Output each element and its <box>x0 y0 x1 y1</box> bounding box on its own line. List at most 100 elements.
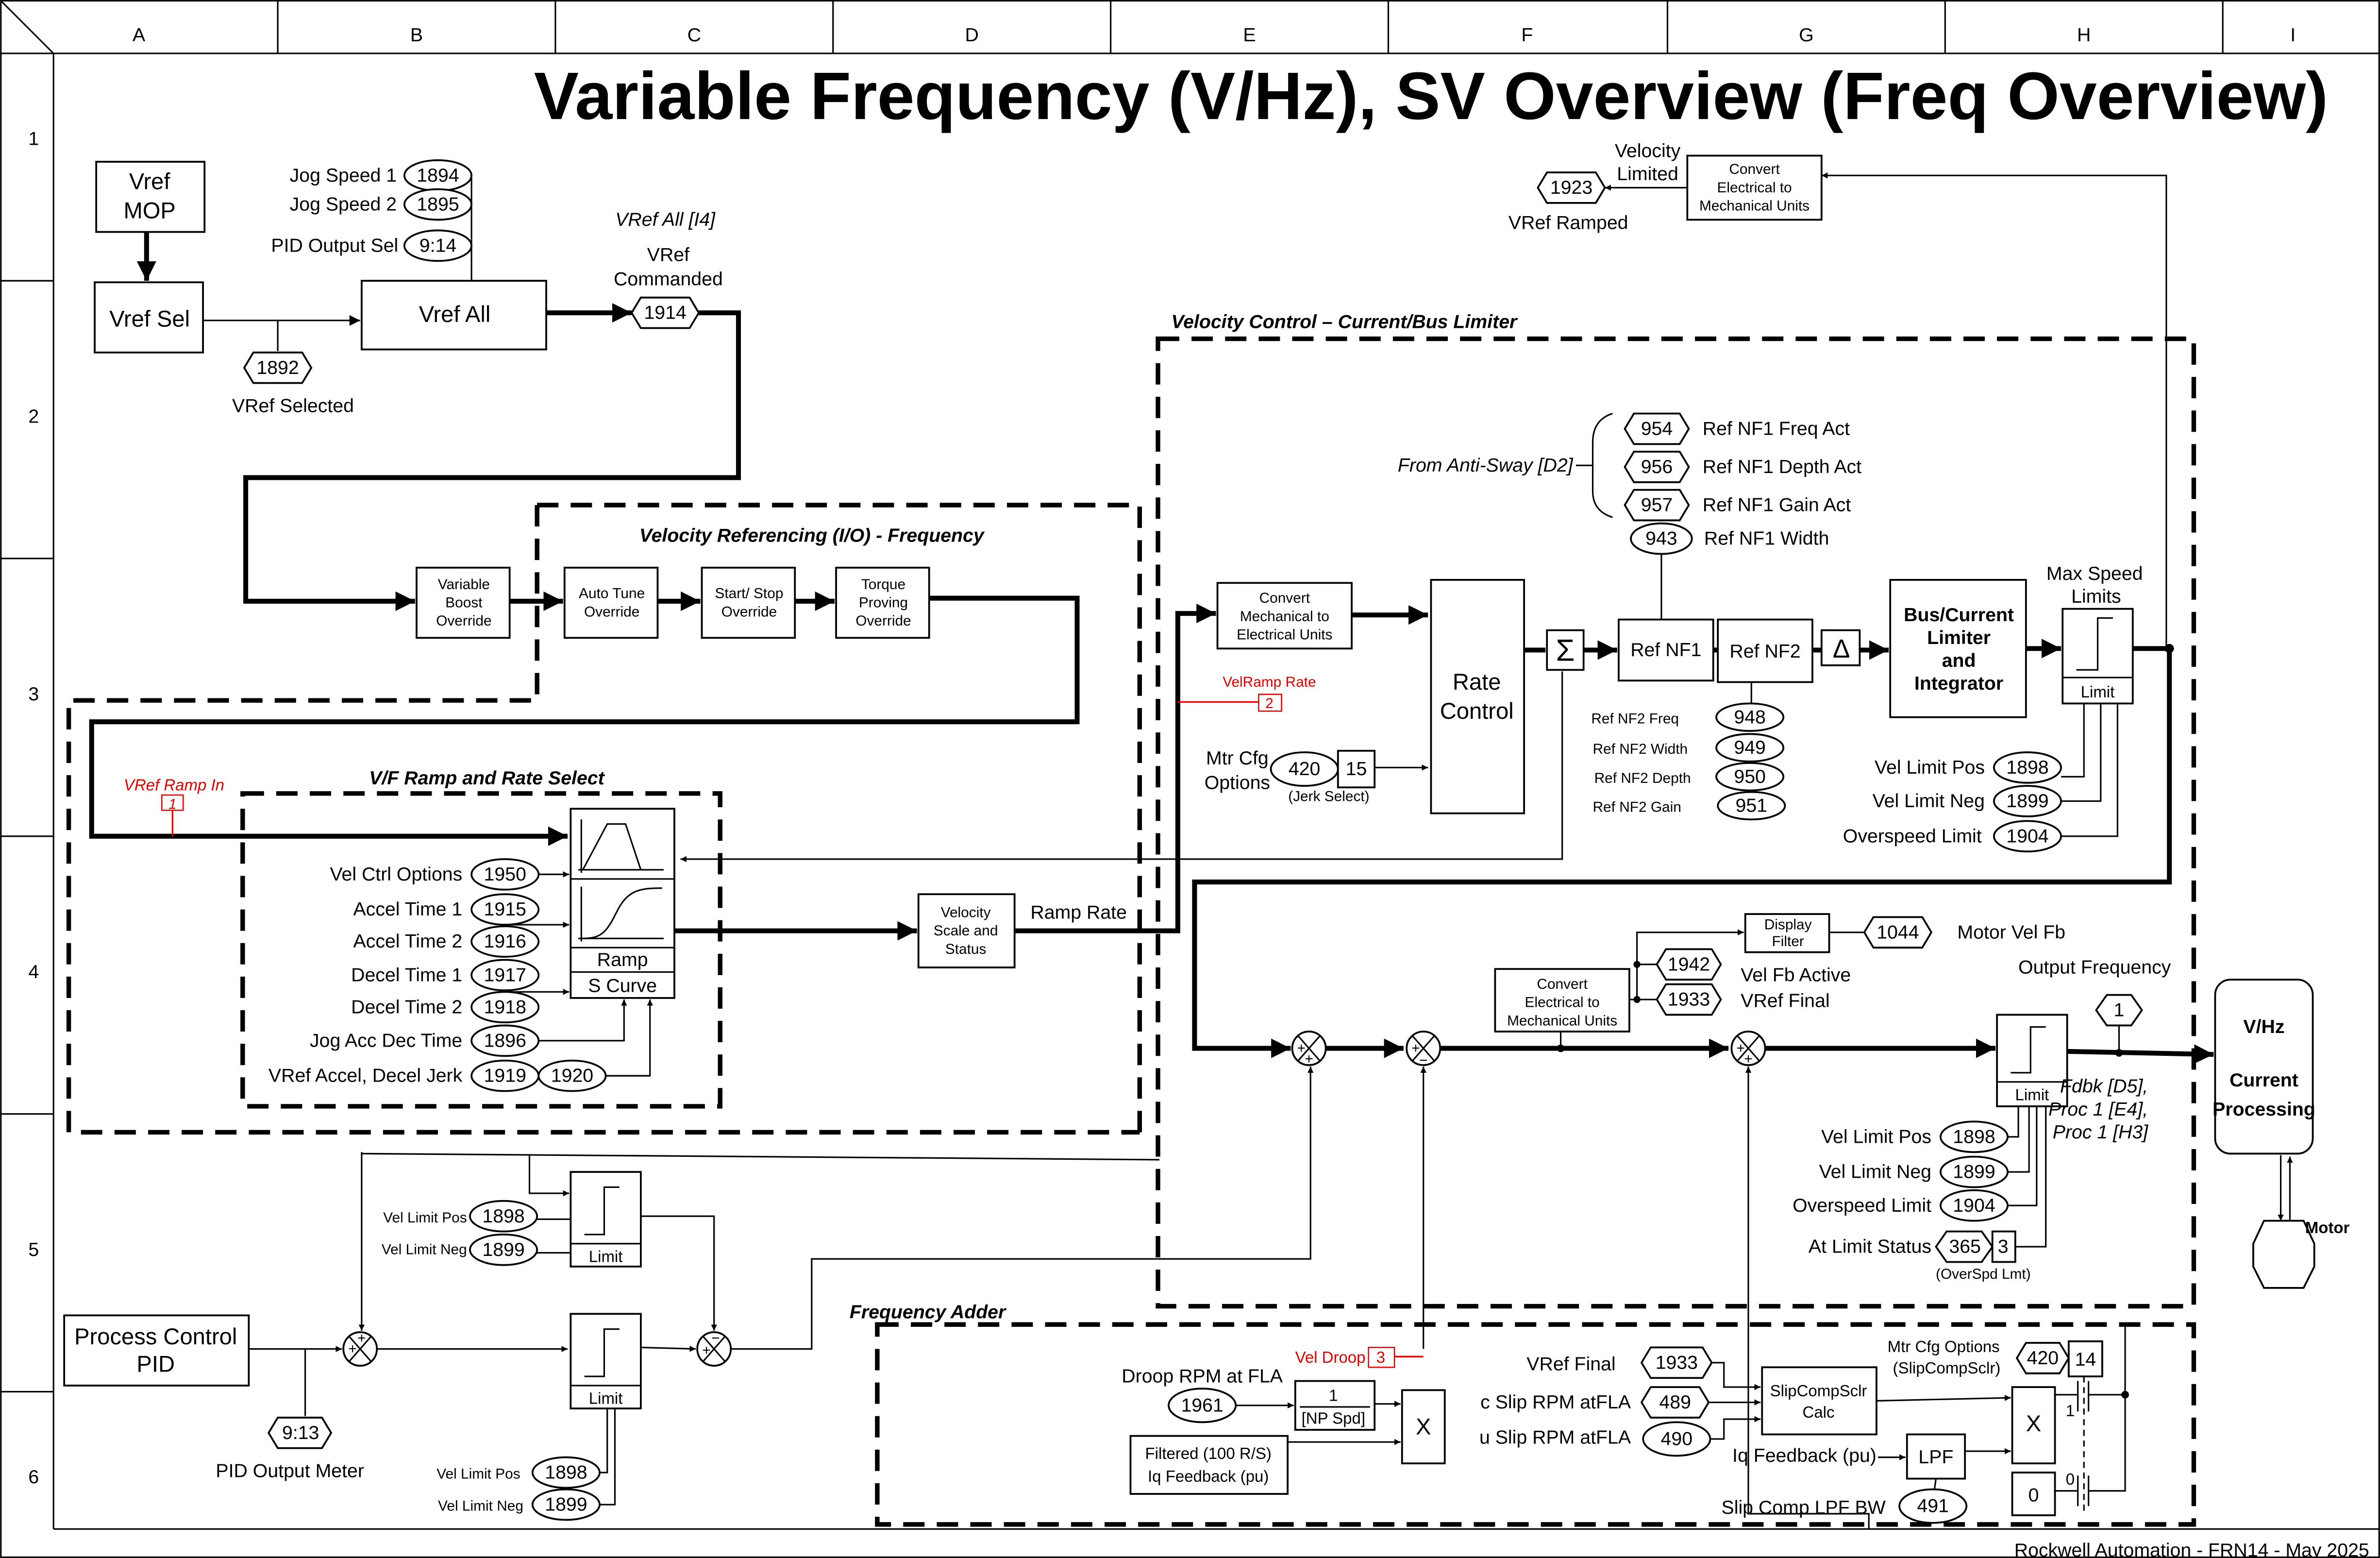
svg-text:−: − <box>1419 1052 1427 1068</box>
block-label: Display <box>1764 916 1812 932</box>
param-label: Ref NF2 Depth <box>1594 770 1691 786</box>
ramp-trapezoid-icon <box>578 819 664 873</box>
param-label: Vel Limit Neg <box>1873 790 1985 812</box>
vref-sel-block[interactable] <box>94 281 204 354</box>
delta-block[interactable] <box>1820 629 1861 666</box>
param-9-13[interactable] <box>268 1417 333 1449</box>
param-1914[interactable] <box>630 296 700 329</box>
zero-constant-block[interactable] <box>2011 1472 2056 1516</box>
param-954[interactable] <box>1624 412 1690 445</box>
pid-diff-junction[interactable]: +− <box>696 1330 732 1367</box>
vhz-current-processing-block[interactable] <box>2214 979 2314 1155</box>
param-value: 1898 <box>545 1462 587 1483</box>
vref-mop-block[interactable] <box>95 161 206 233</box>
param-1892[interactable] <box>243 351 313 384</box>
param-1917[interactable] <box>470 959 540 992</box>
param-1942[interactable] <box>1656 948 1722 981</box>
param-951[interactable] <box>1717 791 1786 821</box>
block-label: Ref NF1 <box>1630 639 1701 660</box>
param-948[interactable] <box>1715 702 1785 732</box>
param-label: VRef Accel, Decel Jerk <box>268 1065 463 1086</box>
motor-icon[interactable] <box>2252 1219 2315 1289</box>
slipcompsclr-calc-block[interactable] <box>1761 1366 1877 1436</box>
param-value: 1899 <box>1953 1161 1995 1183</box>
pid-output-meter-label: PID Output Meter <box>216 1460 364 1481</box>
param-value: 420 <box>1289 758 1321 779</box>
row-label: 3 <box>28 683 39 705</box>
limiter-icon <box>584 1186 620 1236</box>
convert-mech-to-elec-block[interactable] <box>1216 582 1353 650</box>
param-label: Vel Limit Pos <box>1821 1126 1931 1147</box>
param-1895[interactable] <box>403 188 472 221</box>
summing-block[interactable] <box>1546 629 1585 671</box>
lpf-block[interactable] <box>1906 1433 1966 1480</box>
param-1899[interactable] <box>469 1234 538 1266</box>
nf2-params: Ref NF2 Freq 948 Ref NF2 Width 949 Ref N… <box>1591 702 1786 821</box>
param-9-14[interactable] <box>403 229 472 262</box>
auto-tune-override-block[interactable] <box>563 566 659 639</box>
iq-feedback-label: Iq Feedback (pu) <box>1732 1445 1877 1466</box>
param-value: 489 <box>1659 1391 1691 1413</box>
param-label: Ref NF1 Freq Act <box>1703 418 1850 439</box>
param-label: Ref NF1 Width <box>1704 528 1829 549</box>
block-label: Electrical to <box>1525 995 1600 1011</box>
param-value: 1899 <box>545 1494 587 1515</box>
param-value: 1896 <box>484 1030 526 1051</box>
droop-multiply-block[interactable] <box>1401 1389 1446 1465</box>
vref-ramp-in-label: VRef Ramp In <box>124 776 224 794</box>
slip-multiply-block[interactable] <box>2011 1386 2056 1465</box>
rate-control-block[interactable] <box>1430 579 1525 814</box>
param-1044[interactable] <box>1863 916 1933 949</box>
velocity-scale-status-block[interactable] <box>917 893 1016 968</box>
vref-selected-label: VRef Selected <box>232 395 354 416</box>
param-value: 1917 <box>484 964 526 985</box>
block-label: Convert <box>1537 976 1588 992</box>
process-control-pid-block[interactable] <box>63 1314 250 1387</box>
column-label: D <box>965 24 979 46</box>
convert-elec-to-mech-top-block[interactable] <box>1686 154 1823 221</box>
pid-sum-junction[interactable]: ++ <box>342 1330 378 1367</box>
param-label: Ref NF1 Depth Act <box>1703 456 1861 477</box>
bus-current-limiter-block[interactable] <box>1889 579 2027 718</box>
np-spd-block[interactable] <box>1294 1380 1376 1431</box>
sum-junction-2[interactable]: +− <box>1406 1031 1441 1068</box>
switch-label: 1 <box>2066 1402 2075 1420</box>
block-label: and <box>1942 650 1976 671</box>
param-label: Ref NF2 Freq <box>1591 711 1679 727</box>
param-957[interactable] <box>1624 489 1690 522</box>
sum-junction-1[interactable]: ++ <box>1291 1031 1327 1067</box>
param-1898[interactable] <box>469 1200 538 1233</box>
param-1[interactable] <box>2095 994 2143 1027</box>
vref-commanded-label: Commanded <box>614 269 723 290</box>
param-949[interactable] <box>1715 733 1785 762</box>
tag-number: 3 <box>1376 1348 1385 1366</box>
param-1898[interactable] <box>1993 751 2062 784</box>
start-stop-override-block[interactable] <box>701 566 796 639</box>
row-label: 2 <box>28 406 39 427</box>
block-label: Override <box>436 613 491 629</box>
tag-box <box>1258 694 1282 712</box>
param-value: 1920 <box>551 1065 593 1086</box>
s-curve-label: S Curve <box>588 975 657 996</box>
torque-proving-override-block[interactable] <box>835 566 930 639</box>
param-label: Slip Comp LPF BW <box>1722 1497 1886 1518</box>
display-filter-block[interactable] <box>1744 913 1830 953</box>
block-label: Filtered (100 R/S) <box>1145 1444 1272 1462</box>
block-label: 0 <box>2028 1485 2039 1506</box>
sum-junction-3[interactable]: ++ <box>1730 1031 1766 1067</box>
block-label: SlipCompSclr <box>1770 1382 1867 1400</box>
vref-all-block[interactable] <box>360 280 547 351</box>
output-limit-block[interactable] <box>1996 1014 2068 1107</box>
param-491[interactable] <box>1898 1488 1968 1524</box>
param-1923[interactable] <box>1537 171 1606 204</box>
param-950[interactable] <box>1715 762 1785 792</box>
param-1933[interactable] <box>1656 983 1722 1016</box>
param-value: 1918 <box>484 996 526 1017</box>
tag-box <box>1368 1347 1395 1368</box>
ref-nf2-block[interactable] <box>1717 618 1813 683</box>
max-speed-label: Max Speed <box>2046 563 2143 584</box>
filtered-iq-feedback-block[interactable] <box>1129 1435 1289 1495</box>
variable-boost-override-block[interactable] <box>416 566 511 639</box>
param-956[interactable] <box>1624 451 1690 483</box>
param-1916[interactable] <box>470 925 540 958</box>
